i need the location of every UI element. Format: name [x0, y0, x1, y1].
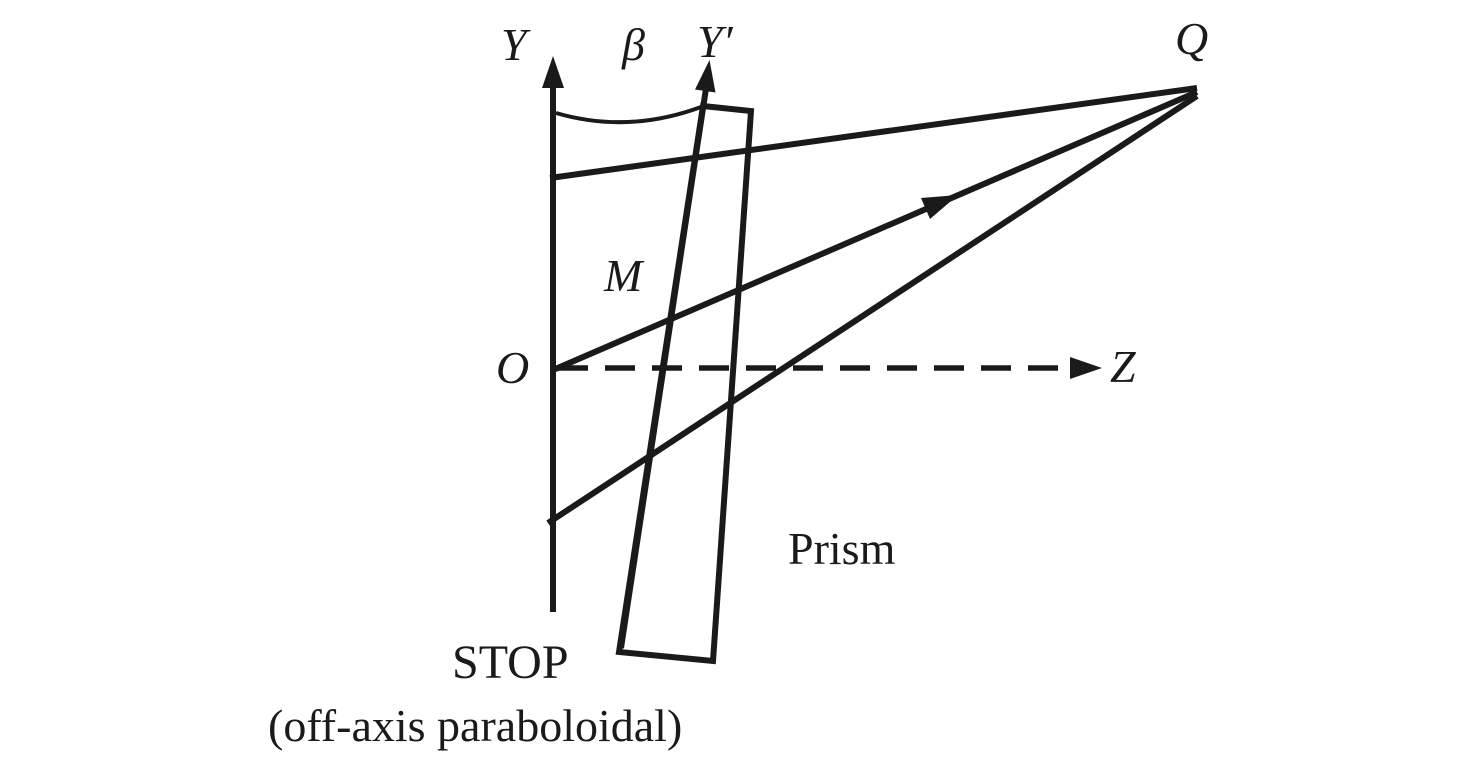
prism-label: Prism: [788, 523, 896, 574]
y-axis-label: Y: [501, 19, 531, 70]
z-axis-arrowhead-icon: [1070, 357, 1102, 379]
prism-outline: [615, 102, 755, 665]
middle-ray: [551, 89, 1199, 373]
y-axis-arrowhead-icon: [542, 56, 564, 88]
beta-angle-label: β: [621, 19, 645, 70]
ray-direction-arrowhead-icon: [921, 195, 958, 219]
m-point-label: M: [603, 250, 645, 301]
origin-label: O: [496, 342, 529, 393]
q-point-label: Q: [1175, 13, 1208, 64]
stop-label: STOP: [452, 636, 569, 689]
upper-ray: [549, 85, 1198, 181]
y-prime-arrowhead-icon: [695, 60, 716, 93]
stop-subtitle-label: (off-axis paraboloidal): [268, 700, 682, 751]
z-axis-label: Z: [1110, 341, 1136, 392]
y-prime-axis-label: Y′: [697, 16, 734, 67]
beta-angle-arc: [555, 105, 702, 125]
lower-ray: [546, 93, 1199, 526]
